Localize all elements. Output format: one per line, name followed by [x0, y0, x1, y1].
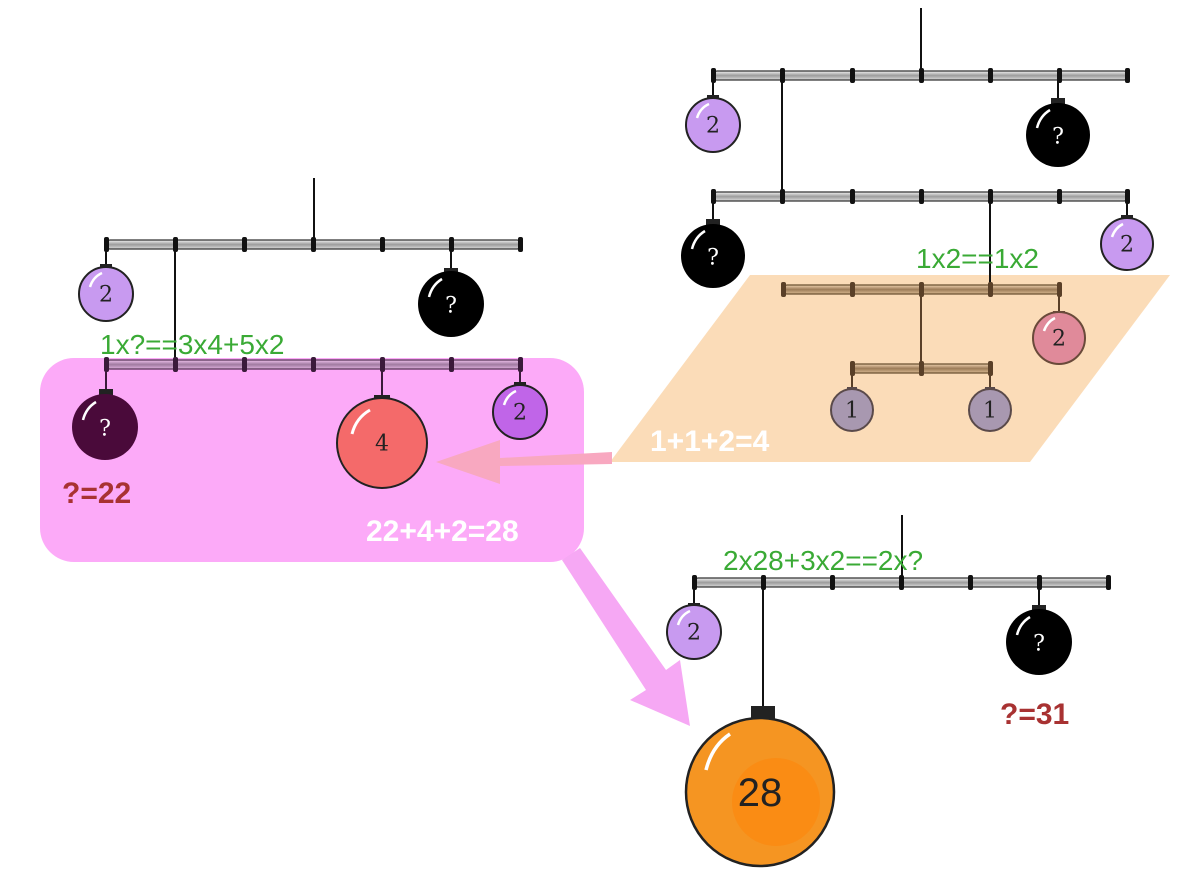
- ornament-label: ?: [445, 294, 457, 319]
- ornament-label: ?: [1033, 632, 1045, 657]
- sum-top-right: 1+1+2=4: [650, 425, 770, 458]
- ornament-label: ?: [707, 246, 719, 271]
- ornament-salmon: 4: [336, 395, 428, 489]
- answer-bottom: ?=31: [1000, 698, 1069, 731]
- pink-highlight-box: [40, 358, 584, 562]
- ornament-black: ?: [1006, 605, 1072, 675]
- ornament-lilac: 2: [1100, 215, 1154, 271]
- ornament-label: ?: [99, 417, 111, 442]
- ornament-black: ?: [681, 219, 745, 288]
- equation-left: 1x?==3x4+5x2: [100, 329, 285, 360]
- ornament-grey: 1: [968, 387, 1012, 432]
- ornament-label: 2: [99, 283, 113, 308]
- ornament-black: ?: [418, 268, 484, 337]
- ornament-lilac: 2: [666, 603, 722, 660]
- ornament-label: ?: [1052, 125, 1064, 150]
- ornament-label: 2: [687, 621, 701, 646]
- ornament-lilac: 2: [78, 264, 134, 322]
- sum-left: 22+4+2=28: [366, 515, 519, 548]
- ornament-grey: 1: [830, 387, 874, 432]
- ornament-orange-large: 28: [684, 706, 836, 868]
- ornament-label: 1: [983, 399, 997, 424]
- ornament-label: 2: [1120, 233, 1134, 258]
- equation-bottom: 2x28+3x2==2x?: [723, 545, 923, 576]
- ornament-black: ?: [1026, 98, 1090, 167]
- ornament-label: 2: [513, 401, 527, 426]
- answer-left: ?=22: [62, 477, 131, 510]
- mobile-top-right: [711, 8, 1130, 390]
- ornament-label: 28: [738, 771, 783, 815]
- ornament-label: 4: [375, 432, 389, 457]
- arrow-peach-to-pink: [436, 440, 612, 484]
- equation-top-right: 1x2==1x2: [916, 243, 1039, 274]
- ornament-dark-purple: ?: [72, 389, 138, 460]
- ornament-label: 2: [706, 114, 720, 139]
- ornament-faded-pink: 2: [1032, 311, 1086, 365]
- ornament-label: 1: [845, 399, 859, 424]
- arrow-pink-to-bottom: [562, 548, 690, 726]
- ornament-label: 2: [1052, 327, 1066, 352]
- ornament-violet: 2: [492, 382, 548, 440]
- ornament-lilac: 2: [685, 95, 741, 153]
- mobile-bottom: [692, 515, 1111, 708]
